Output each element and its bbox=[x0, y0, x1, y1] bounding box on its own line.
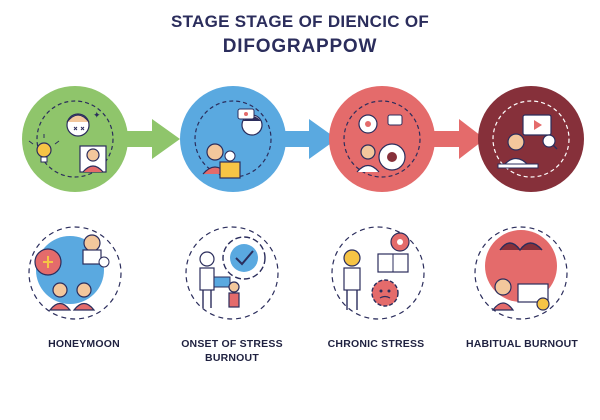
chronic-stress-icon bbox=[331, 226, 425, 320]
stage-label-honeymoon: HONEYMOON bbox=[48, 338, 120, 350]
stage-circle-honeymoon: ✦ bbox=[22, 86, 128, 192]
stage-label-onset: ONSET OF STRESS BURNOUT bbox=[181, 338, 283, 364]
person-frame-icon bbox=[79, 145, 107, 173]
lightbulb-icon bbox=[28, 134, 60, 163]
habitual-burnout-icon bbox=[474, 226, 568, 320]
stage-circle-habitual bbox=[478, 86, 584, 192]
svg-text:✦: ✦ bbox=[93, 111, 101, 121]
person-stressed-icon bbox=[356, 144, 380, 173]
title-line-1: STAGE STAGE OF DIENCIC OF bbox=[170, 12, 430, 31]
stage-circle-onset bbox=[180, 86, 286, 192]
honeymoon-icon bbox=[28, 226, 122, 320]
person-icon: ✦ bbox=[66, 111, 101, 137]
stage-label-chronic: CHRONIC STRESS bbox=[327, 338, 425, 350]
computer-screen-icon bbox=[522, 114, 558, 150]
person-tired-icon bbox=[497, 133, 539, 169]
person-desk-icon bbox=[202, 143, 241, 179]
head-gear-icon bbox=[358, 114, 406, 171]
title-line-2: DIFOGRAPPOW bbox=[222, 36, 378, 57]
person-thinking-icon bbox=[237, 108, 263, 136]
onset-icon bbox=[185, 226, 279, 320]
stage-label-habitual: HABITUAL BURNOUT bbox=[465, 338, 579, 350]
stage-circle-chronic bbox=[329, 86, 435, 192]
